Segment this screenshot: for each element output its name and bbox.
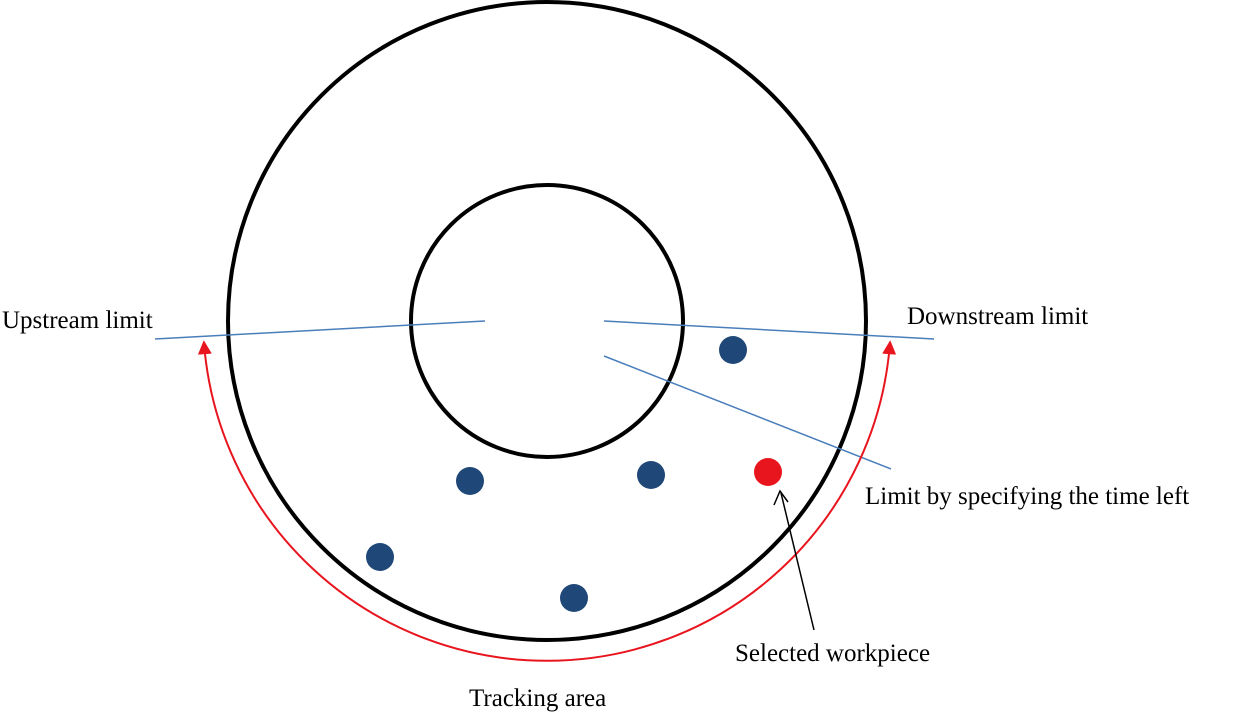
upstream-limit-label: Upstream limit (2, 307, 153, 334)
downstream-limit-label: Downstream limit (907, 303, 1089, 330)
tracking-area-label: Tracking area (469, 685, 607, 712)
selected-workpiece-label: Selected workpiece (735, 640, 931, 667)
upstream-limit-line (154, 320, 486, 340)
tracking-area-arc (197, 340, 897, 662)
selected-workpiece (754, 458, 782, 486)
time-left-limit-line (603, 355, 892, 470)
downstream-limit-line (603, 320, 935, 340)
selected-workpiece-pointer (780, 492, 815, 631)
inner-ring (409, 183, 685, 459)
workpiece (456, 467, 484, 495)
workpiece (560, 584, 588, 612)
time-left-limit-label: Limit by specifying the time left (865, 483, 1190, 510)
workpiece (637, 461, 665, 489)
workpiece (719, 336, 747, 364)
workpiece (366, 543, 394, 571)
selected-workpiece-arrowhead (773, 489, 789, 506)
outer-ring (226, 0, 868, 642)
